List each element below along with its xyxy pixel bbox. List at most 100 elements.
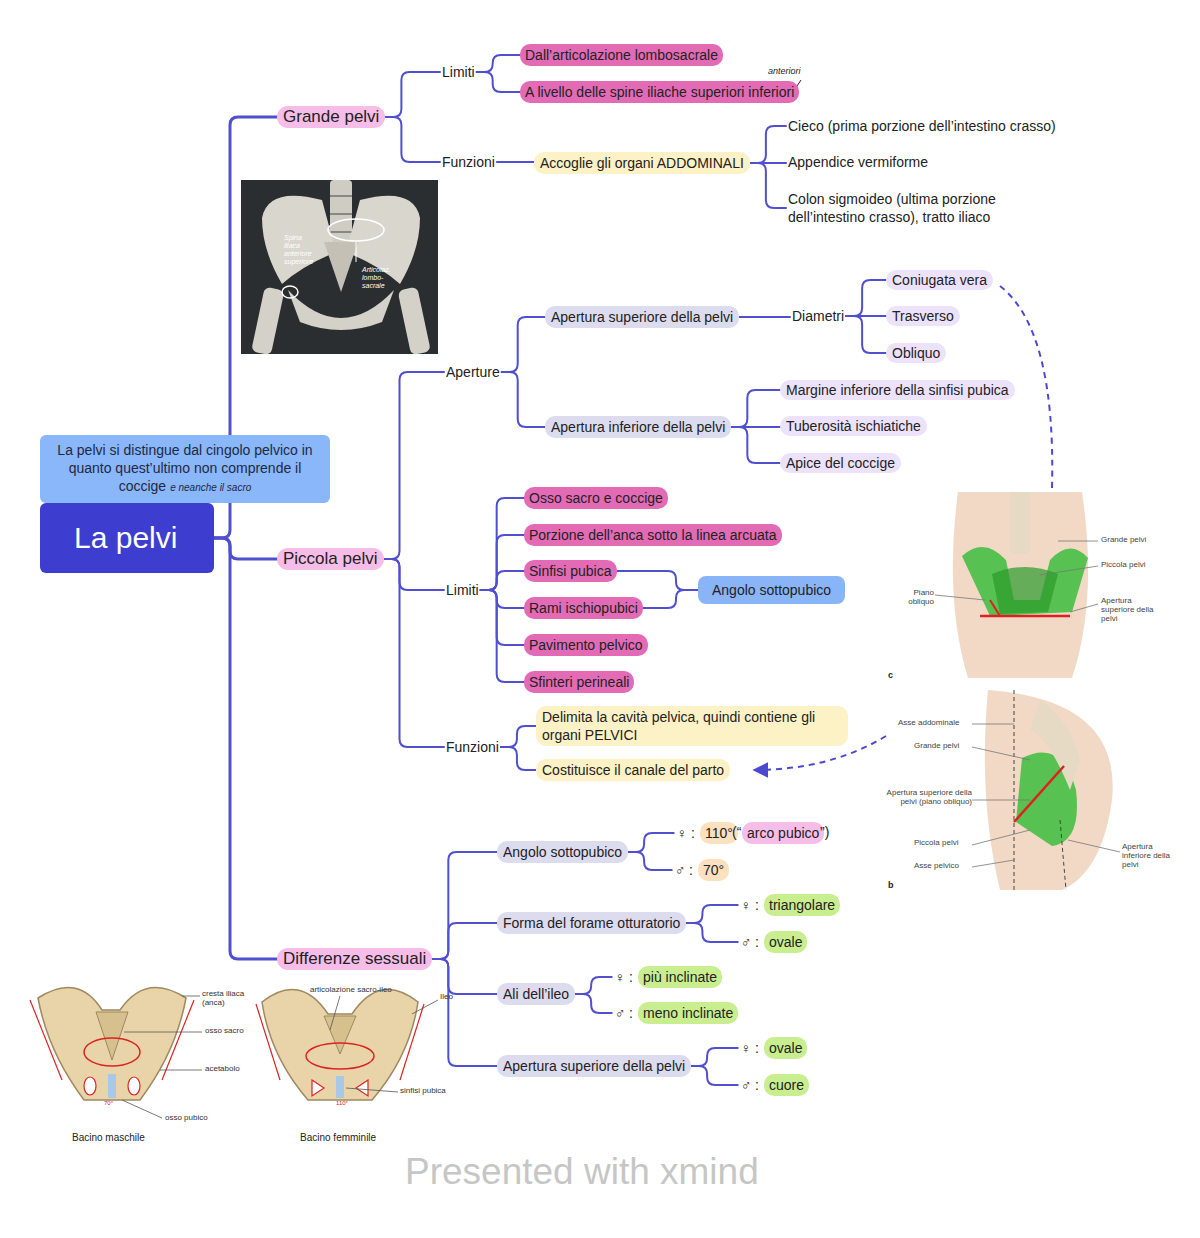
figure-label: 70° — [104, 1100, 113, 1107]
figure-label: ”) — [820, 824, 829, 840]
limit-box: Osso sacro e coccige — [524, 487, 668, 509]
node-text: Forma del forame otturatorio — [503, 915, 680, 931]
figure-label: articolazione sacro-ileo — [310, 985, 392, 994]
node-text: arco pubico — [747, 825, 819, 841]
subtopic-box: Angolo sottopubico — [497, 841, 628, 863]
figure-label: Piano obliquo — [892, 588, 934, 606]
subtopic-box: Forma del forame otturatorio — [497, 912, 686, 934]
node-text: Diametri — [792, 308, 844, 324]
figure-label: osso pubico — [165, 1113, 208, 1122]
node-text: Colon sigmoideo (ultima porzione dell’in… — [788, 191, 996, 225]
limit-box: Sinfisi pubica — [524, 560, 617, 582]
branch-connector — [481, 498, 524, 590]
node-text: 110° — [705, 825, 733, 841]
figure-label: Bacino maschile — [72, 1132, 145, 1144]
node-text: ♀ : — [741, 896, 759, 914]
node-text: Delimita la cavità pelvica, quindi conti… — [542, 709, 815, 743]
node-text: cuore — [769, 1077, 804, 1093]
node-text: ♂ : — [741, 1076, 759, 1094]
branch-connector — [501, 747, 536, 770]
figure-label: Grande pelvi — [914, 741, 959, 750]
pelvis-figure-b — [972, 690, 1120, 890]
node-text: ♀ : — [615, 968, 633, 986]
subtopic-box: Apertura inferiore della pelvi — [545, 416, 731, 438]
figure-label: Ileo — [440, 992, 453, 1001]
figure-label: Bacino femminile — [300, 1132, 376, 1144]
node-text: Funzioni — [442, 154, 495, 170]
function-box: Accoglie gli organi ADDOMINALI — [534, 152, 750, 174]
branch-connector — [731, 390, 780, 427]
branch-connector — [739, 316, 790, 318]
branch-connector — [385, 72, 440, 117]
node-text: più inclinate — [643, 969, 717, 985]
branch-connector — [477, 55, 520, 72]
value-box: ♀ :più inclinate — [638, 966, 722, 988]
pelvis-photo — [241, 180, 438, 355]
figure-label: Articolaz. lombo-sacrale — [362, 266, 398, 290]
figure-label: anteriori — [768, 66, 801, 76]
branch-connector — [575, 994, 612, 1013]
branch-connector — [432, 959, 497, 1066]
figure-label: Apertura superiore della pelvi (piano ob… — [880, 788, 972, 806]
figure-label: 110° — [336, 1100, 348, 1107]
branch-connector — [384, 372, 445, 559]
male-pelvis — [30, 987, 202, 1118]
branch-connector — [497, 161, 534, 163]
detail-box: Obliquo — [886, 343, 946, 363]
node-text: Apice del coccige — [786, 455, 895, 471]
node-text: Apertura superiore della pelvi — [551, 309, 733, 325]
limit-box: Dall’articolazione lombosacrale — [520, 44, 723, 66]
branch-label: Colon sigmoideo (ultima porzione dell’in… — [786, 190, 1036, 226]
node-text: ovale — [769, 934, 802, 950]
node-text: e neanche il sacro — [170, 482, 251, 493]
figure-label: Spina iliaca anteriore superiore — [284, 234, 318, 266]
node-text: Differenze sessuali — [283, 949, 426, 968]
branch-connector — [502, 317, 545, 372]
figure-label: acetabolo — [205, 1064, 240, 1073]
figure-label: Asse addominale — [898, 718, 959, 727]
branch-connector — [686, 905, 737, 923]
node-text: ♂ : — [741, 933, 759, 951]
branch-connector — [628, 852, 672, 870]
value-box: ♂ :cuore — [764, 1074, 809, 1096]
node-text: Angolo sottopubico — [503, 844, 622, 860]
branch-connector — [481, 571, 524, 590]
branch-label: Diametri — [790, 307, 846, 325]
note-callout: La pelvi si distingue dal cingolo pelvic… — [40, 435, 330, 503]
branch-connector — [214, 538, 277, 959]
branch-connector — [731, 426, 780, 428]
root-topic: La pelvi — [40, 503, 214, 573]
detail-box: Tuberosità ischiatiche — [780, 416, 927, 436]
branch-connector — [385, 117, 440, 162]
branch-label: Cieco (prima porzione dell’intestino cra… — [786, 117, 1058, 135]
main-branch: Differenze sessuali — [277, 948, 432, 970]
node-text: Osso sacro e coccige — [529, 490, 663, 506]
branch-connector — [575, 977, 612, 994]
branch-connector — [384, 559, 445, 590]
node-text: Grande pelvi — [283, 107, 379, 126]
node-text: Apertura superiore della pelvi — [503, 1058, 685, 1074]
figure-label: b — [888, 880, 894, 890]
node-text: Appendice vermiforme — [788, 154, 928, 170]
figure-label: sinfisi pubica — [400, 1086, 446, 1095]
value-box: ♂ :ovale — [764, 931, 807, 953]
figure-label: Piccola pelvi — [1101, 560, 1145, 569]
branch-connector — [384, 559, 445, 747]
node-text: ♀ : — [741, 1039, 759, 1057]
branch-label: Aperture — [444, 363, 502, 381]
subtopic-box: Apertura superiore della pelvi — [497, 1055, 691, 1077]
figure-label: Piccola pelvi — [914, 838, 958, 847]
branch-connector — [686, 923, 737, 942]
branch-connector — [502, 372, 545, 427]
value-box: ♂ :meno inclinate — [638, 1002, 738, 1024]
value-box: ♀ :ovale — [764, 1037, 807, 1059]
node-text: Limiti — [442, 64, 475, 80]
term-box: arco pubico — [742, 822, 824, 844]
node-text: Aperture — [446, 364, 500, 380]
branch-connector — [477, 72, 520, 92]
node-text: Coniugata vera — [892, 272, 987, 288]
branch-connector — [846, 315, 886, 317]
pelvis-figure-c — [935, 492, 1098, 678]
